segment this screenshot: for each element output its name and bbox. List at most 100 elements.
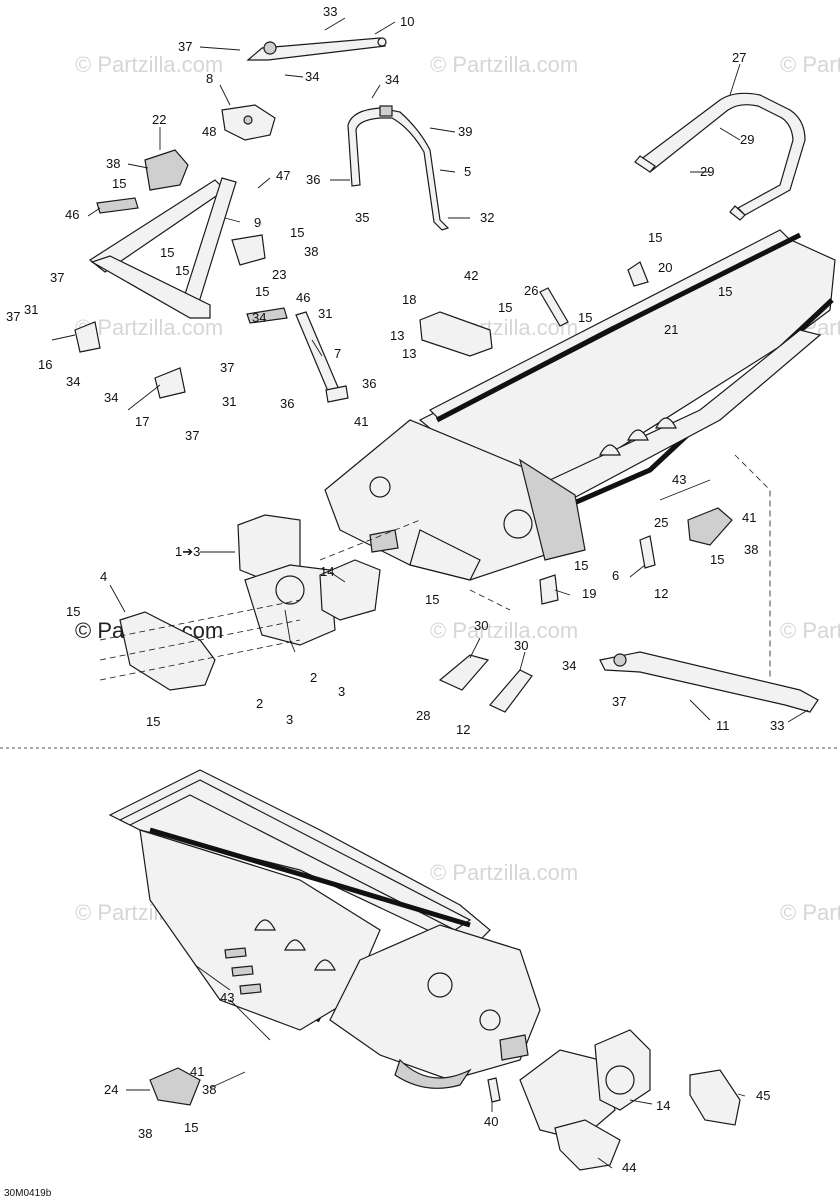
callout-37: 37 [220,360,234,375]
callout-10: 10 [400,14,414,29]
callout-37: 37 [185,428,199,443]
callout-14: 14 [320,564,334,579]
callout-32: 32 [480,210,494,225]
callout-29: 29 [700,164,714,179]
callout-labels-bottom: 43 41 38 24 38 15 40 14 45 44 [104,990,770,1175]
callout-31: 31 [222,394,236,409]
watermark-text: © Partzilla.com [75,315,223,340]
part-30-skid-right [489,669,533,713]
callout-15: 15 [184,1120,198,1135]
callout-36: 36 [306,172,320,187]
callout-33: 33 [323,4,337,19]
callout-15: 15 [498,300,512,315]
callout-33: 33 [770,718,784,733]
callout-37: 37 [178,39,192,54]
part-5-hoop [347,105,450,231]
watermark-text: © Partzilla.com [430,618,578,643]
part-17-bracket [154,367,186,399]
callout-45: 45 [756,1088,770,1103]
callout-43: 43 [672,472,686,487]
callout-31: 31 [318,306,332,321]
callout-15: 15 [175,263,189,278]
part-46-decal [96,197,288,324]
callout-34: 34 [385,72,399,87]
chassis-top-view [324,229,836,581]
callout-16: 16 [38,357,52,372]
callout-36: 36 [280,396,294,411]
callout-36: 36 [362,376,376,391]
callout-21: 21 [664,322,678,337]
watermark-text: © Partzilla.com [780,52,840,77]
callout-38: 38 [304,244,318,259]
callout-15: 15 [112,176,126,191]
callout-41: 41 [190,1064,204,1079]
part-9-a-frame [88,149,266,319]
callout-42: 42 [464,268,478,283]
part-27-rear-bumper [634,92,806,221]
callout-11: 11 [716,718,730,733]
callout-15: 15 [718,284,732,299]
callout-39: 39 [458,124,472,139]
callout-15: 15 [290,225,304,240]
callout-28: 28 [416,708,430,723]
part-19-bracket [539,574,559,605]
reference-lines [99,454,771,681]
callout-14: 14 [656,1098,670,1113]
callout-7: 7 [334,346,341,361]
callout-37: 37 [50,270,64,285]
part-16-bracket [74,321,101,353]
callout-23: 23 [272,267,286,282]
callout-15: 15 [66,604,80,619]
callout-9: 9 [254,215,261,230]
part-8-bracket [221,104,276,141]
leader-lines-bottom [126,964,746,1169]
callout-22: 22 [152,112,166,127]
callout-34: 34 [104,390,118,405]
callout-4: 4 [100,569,107,584]
part-11-rear-arm [599,651,819,713]
callout-37: 37 [6,309,20,324]
leader-lines [51,17,809,723]
callout-5: 5 [464,164,471,179]
callout-15: 15 [578,310,592,325]
callout-2: 2 [256,696,263,711]
part-30-skid-left [438,654,490,691]
callout-15: 15 [425,592,439,607]
part-18-bracket [419,311,493,357]
callout-38: 38 [744,542,758,557]
callout-31: 31 [24,302,38,317]
callout-34: 34 [252,310,266,325]
callout-46: 46 [296,290,310,305]
part-6-bracket [639,535,656,569]
callout-18: 18 [402,292,416,307]
watermark-text: © Partzilla.com [780,900,840,925]
callout-15: 15 [648,230,662,245]
callout-48: 48 [202,124,216,139]
callout-47: 47 [276,168,290,183]
callout-37: 37 [612,694,626,709]
watermark-text: © Partzilla.com [430,860,578,885]
callout-24: 24 [104,1082,118,1097]
callout-6: 6 [612,568,619,583]
callout-41: 41 [354,414,368,429]
callout-38: 38 [106,156,120,171]
callout-3: 3 [338,684,345,699]
chassis-bottom-view [108,769,741,1171]
callout-29: 29 [740,132,754,147]
callout-30: 30 [514,638,528,653]
callout-19: 19 [582,586,596,601]
callout-15: 15 [574,558,588,573]
callout-26: 26 [524,283,538,298]
callout-1-to-3: 1➔3 [175,544,200,559]
callout-labels-top: 33 10 37 34 8 27 34 39 29 29 22 48 38 15… [6,4,784,737]
callout-27: 27 [732,50,746,65]
callout-34: 34 [305,69,319,84]
part-26-bar [539,287,569,327]
callout-12: 12 [654,586,668,601]
callout-34: 34 [562,658,576,673]
part-10-brace [246,37,387,61]
callout-20: 20 [658,260,672,275]
drawing-code: 30M0419b [4,1188,52,1199]
callout-15: 15 [160,245,174,260]
